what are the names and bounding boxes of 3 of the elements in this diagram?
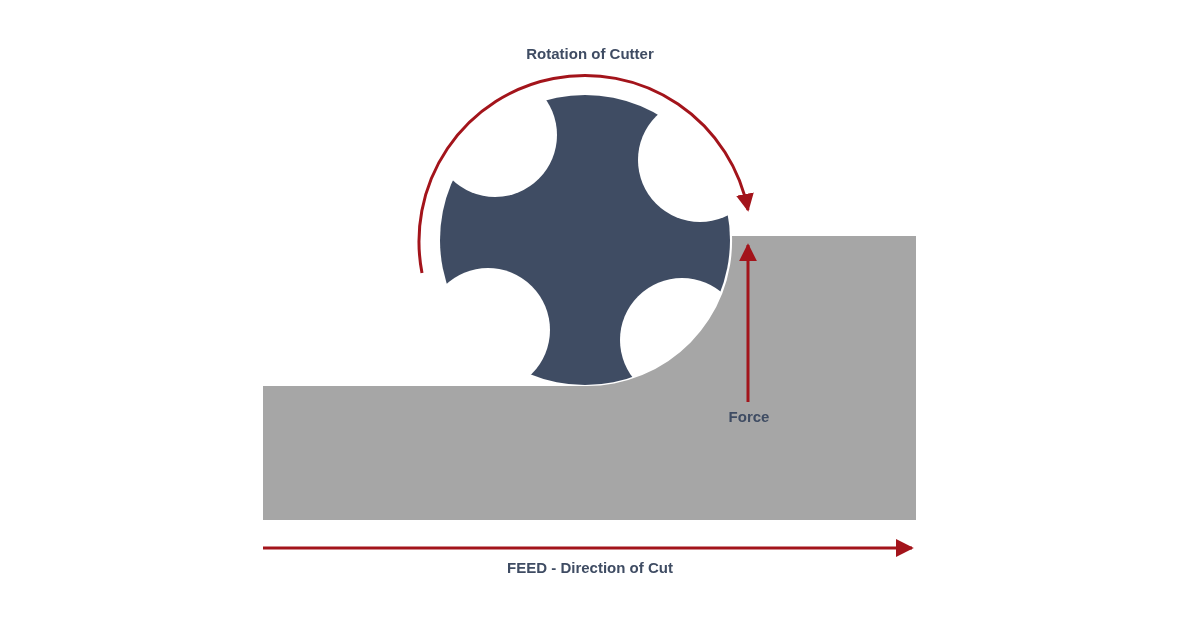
force-label: Force: [728, 408, 770, 425]
rotation-label: Rotation of Cutter: [526, 45, 654, 62]
feed-label: FEED - Direction of Cut: [507, 559, 673, 576]
